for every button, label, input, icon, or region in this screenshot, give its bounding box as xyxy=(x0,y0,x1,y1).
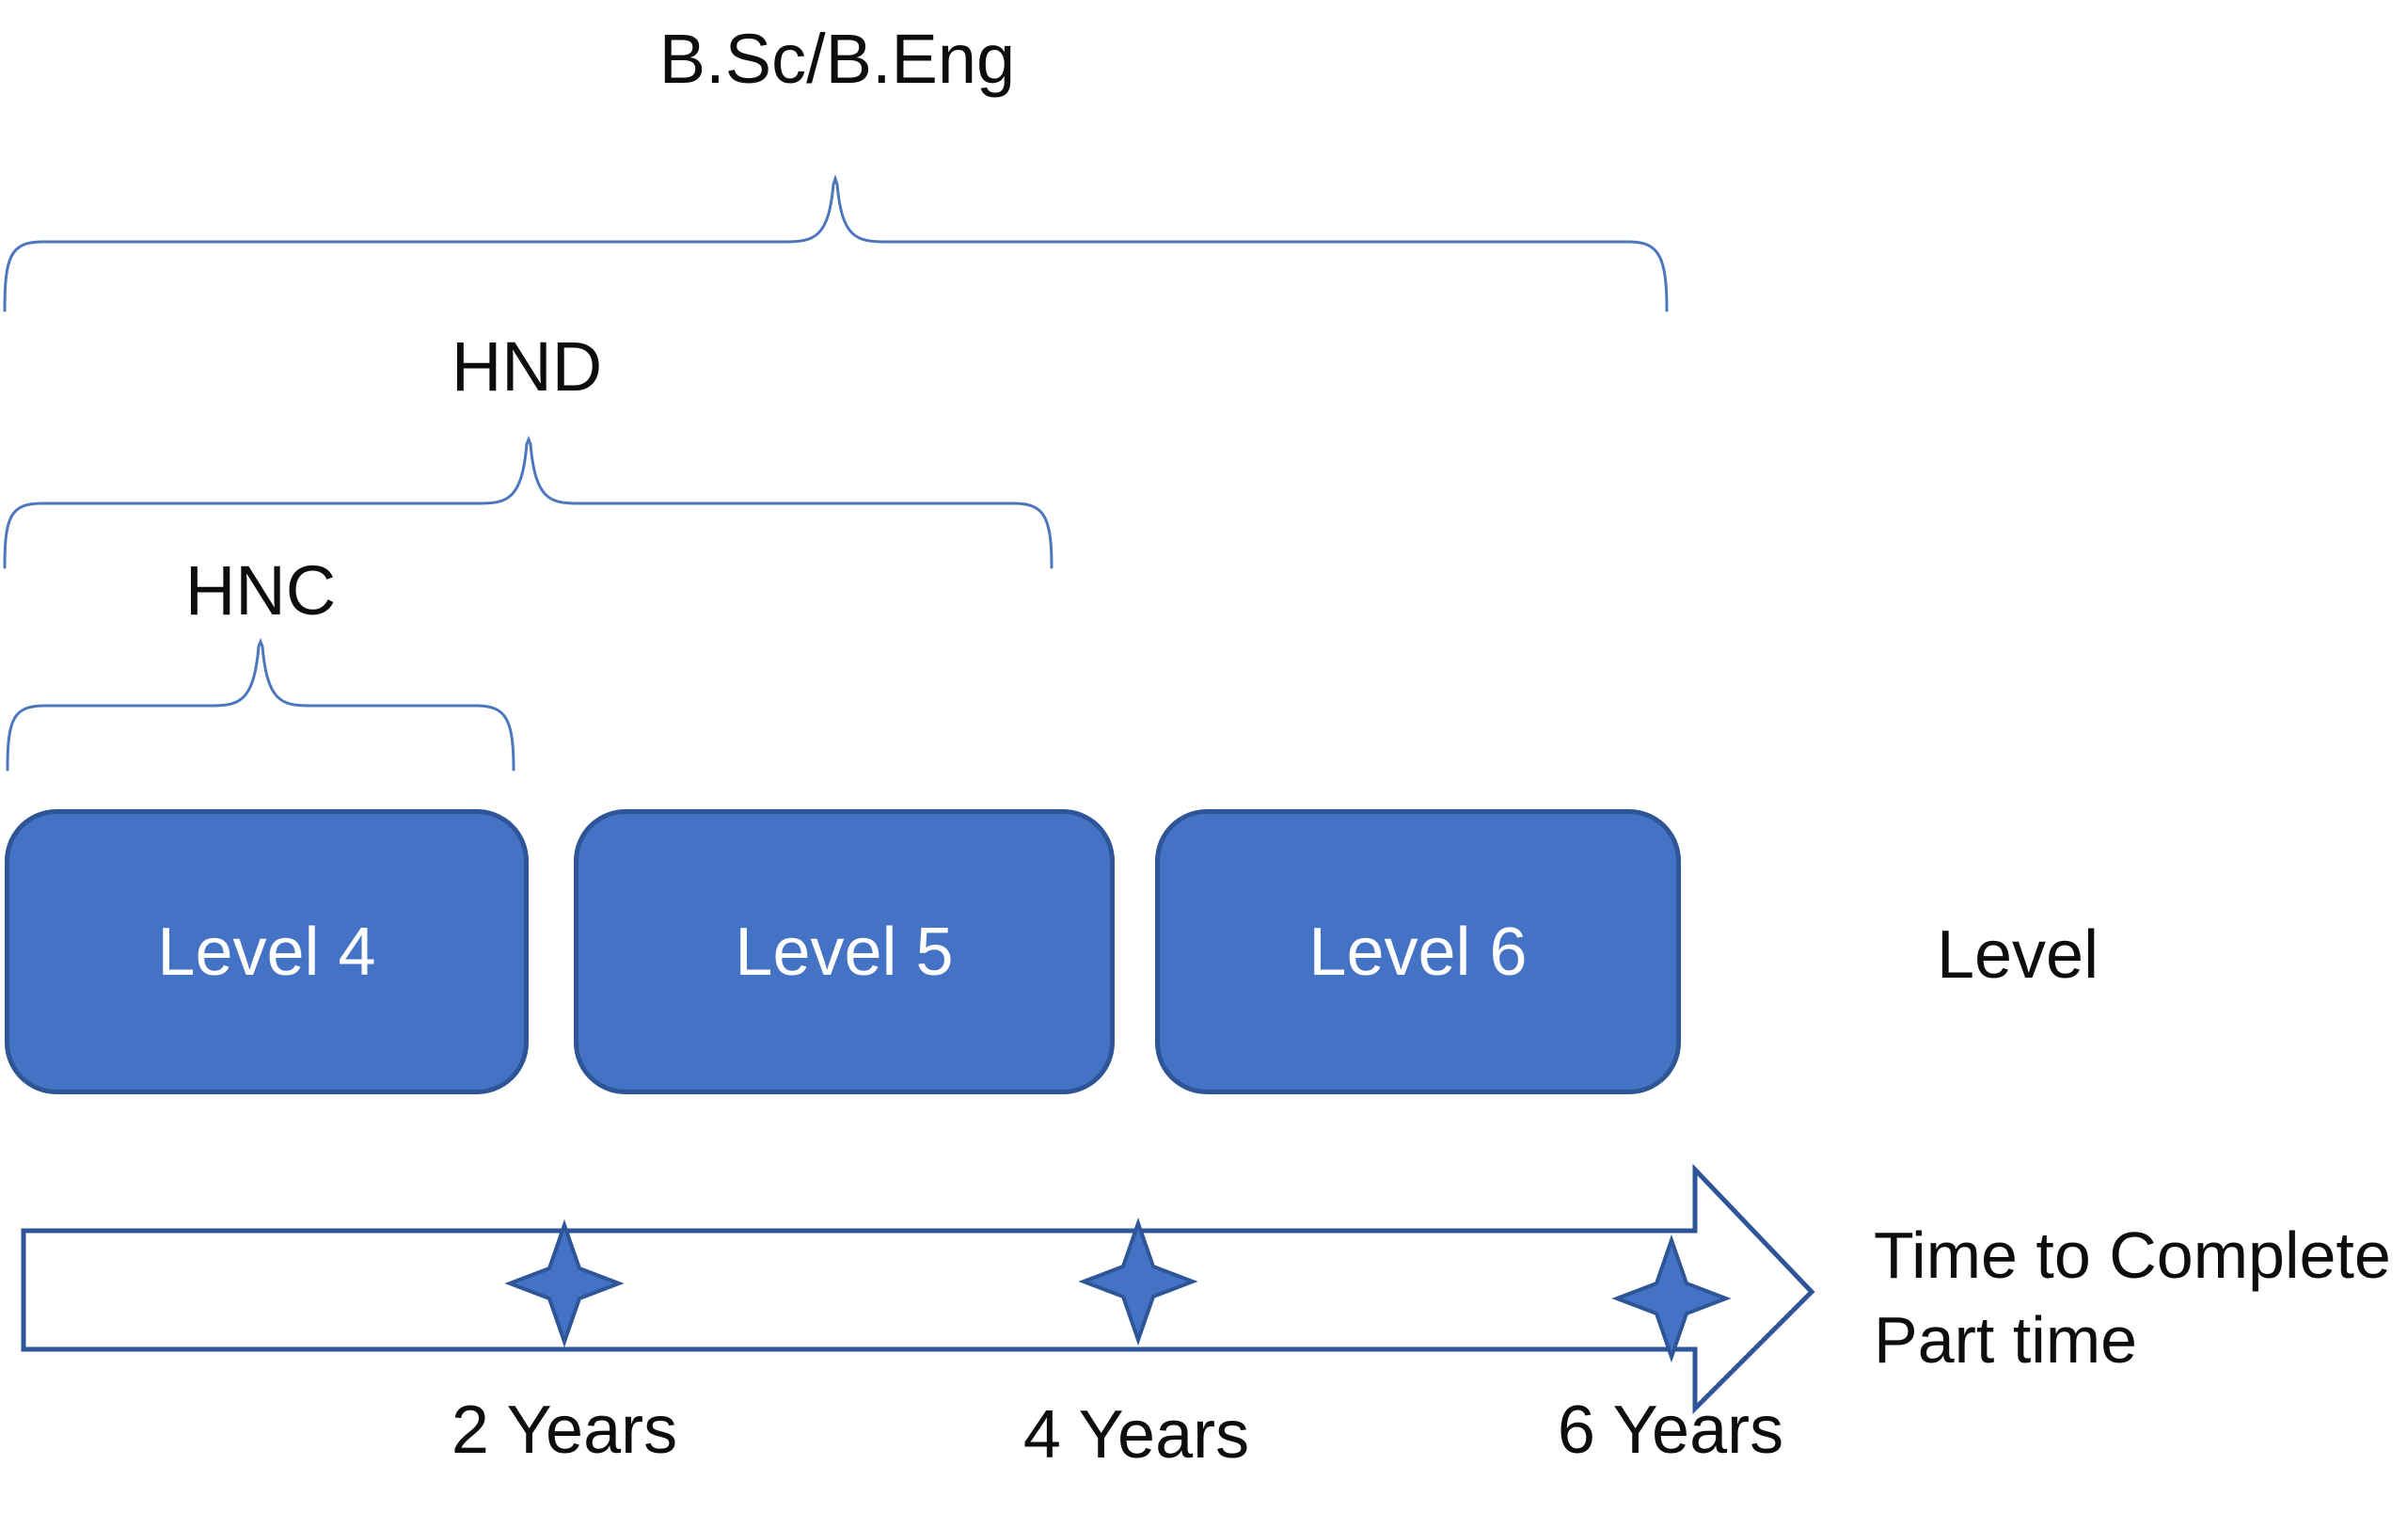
hnc-label: HNC xyxy=(184,551,337,629)
timeline-caption-line2: Part time xyxy=(1874,1303,2138,1377)
milestone-label-4-years: 4 Years xyxy=(1022,1397,1250,1473)
milestone-star-2-years xyxy=(504,1218,625,1348)
level-4-label: Level 4 xyxy=(157,914,376,990)
level-4-box: Level 4 xyxy=(5,809,529,1094)
timeline-caption-line1: Time to Complete xyxy=(1874,1218,2391,1292)
hnc-brace xyxy=(6,637,515,772)
hnd-brace xyxy=(3,435,1054,569)
timeline-arrow xyxy=(21,1163,1815,1415)
milestone-star-4-years xyxy=(1078,1217,1198,1346)
hnd-label: HND xyxy=(451,327,603,406)
milestone-label-6-years: 6 Years xyxy=(1557,1393,1784,1468)
milestone-star-6-years xyxy=(1611,1234,1732,1363)
milestone-label-2-years: 2 Years xyxy=(451,1393,678,1468)
level-6-box: Level 6 xyxy=(1155,809,1681,1094)
level-5-label: Level 5 xyxy=(735,914,954,990)
level-6-label: Level 6 xyxy=(1308,914,1528,990)
level-axis-label: Level xyxy=(1936,917,2099,993)
bsc-brace xyxy=(3,174,1669,312)
level-5-box: Level 5 xyxy=(574,809,1115,1094)
bsc-label: B.Sc/B.Eng xyxy=(658,20,1016,98)
